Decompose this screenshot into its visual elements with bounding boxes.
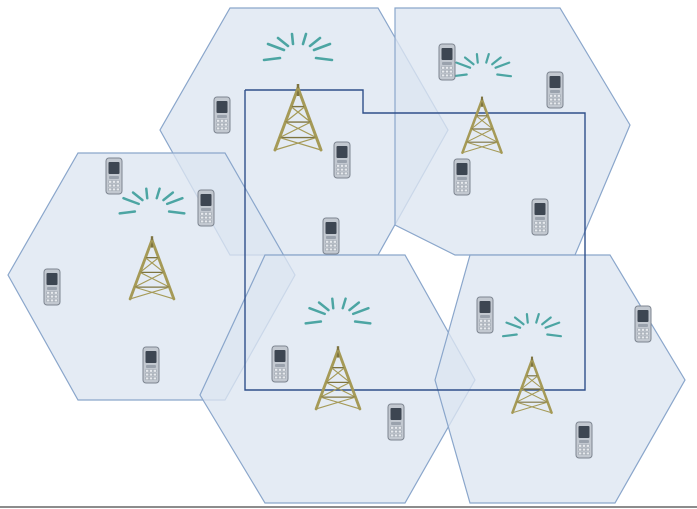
mobile-phone-icon — [532, 199, 548, 235]
cell-top-right — [395, 8, 630, 255]
mobile-phone-icon — [272, 346, 288, 382]
mobile-phone-icon — [214, 97, 230, 133]
mobile-phone-icon — [334, 142, 350, 178]
mobile-phone-icon — [323, 218, 339, 254]
mobile-phone-icon — [44, 269, 60, 305]
mobile-phone-icon — [635, 306, 651, 342]
cell-bottom-right — [435, 255, 685, 503]
mobile-phone-icon — [198, 190, 214, 226]
mobile-phone-icon — [439, 44, 455, 80]
mobile-phone-icon — [106, 158, 122, 194]
mobile-phone-icon — [143, 347, 159, 383]
mobile-phone-icon — [576, 422, 592, 458]
mobile-phone-icon — [388, 404, 404, 440]
mobile-phone-icon — [477, 297, 493, 333]
mobile-phone-icon — [547, 72, 563, 108]
mobile-phone-icon — [454, 159, 470, 195]
